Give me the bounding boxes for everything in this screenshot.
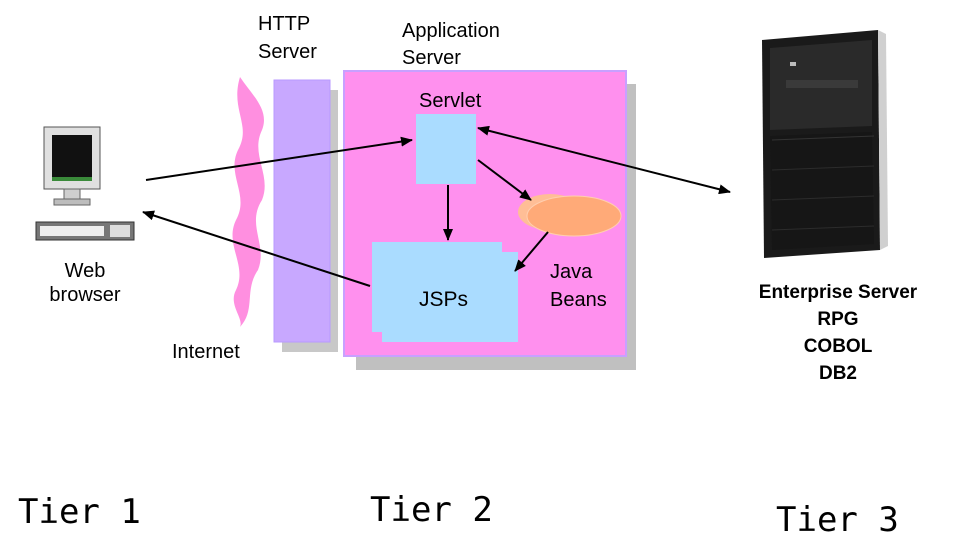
servlet-box [416, 114, 476, 184]
jsp-box-front [382, 252, 518, 342]
arrow-browser-to-servlet [145, 136, 413, 181]
jsps-label: JSPs [419, 288, 469, 311]
enterprise-server-title: Enterprise Server [758, 282, 918, 303]
internet-shape [232, 77, 265, 327]
arrow-jsp-to-browser [142, 210, 371, 287]
tier-2-label: Tier 2 [370, 490, 493, 530]
tier-3-label: Tier 3 [776, 500, 899, 538]
web-browser-label: Web browser [49, 260, 121, 306]
enterprise-item-rpg: RPG [817, 309, 859, 330]
http-server-panel [273, 79, 331, 343]
java-beans-label: Java Beans [550, 261, 607, 311]
enterprise-item-cobol: COBOL [803, 336, 873, 357]
computer-icon [35, 126, 135, 241]
tier-1-label: Tier 1 [18, 492, 141, 532]
servlet-label: Servlet [419, 90, 482, 112]
arrow-servlet-enterprise [477, 125, 731, 195]
http-server-label: HTTP Server [258, 13, 317, 63]
enterprise-server-block: Enterprise Server RPG COBOL DB2 [712, 279, 964, 387]
enterprise-item-db2: DB2 [818, 363, 857, 384]
arrow-beans-to-jsp [514, 231, 549, 272]
server-tower-icon [762, 30, 888, 258]
app-server-label: Application Server [402, 20, 500, 69]
bean-front [526, 195, 622, 237]
internet-label: Internet [172, 341, 240, 363]
